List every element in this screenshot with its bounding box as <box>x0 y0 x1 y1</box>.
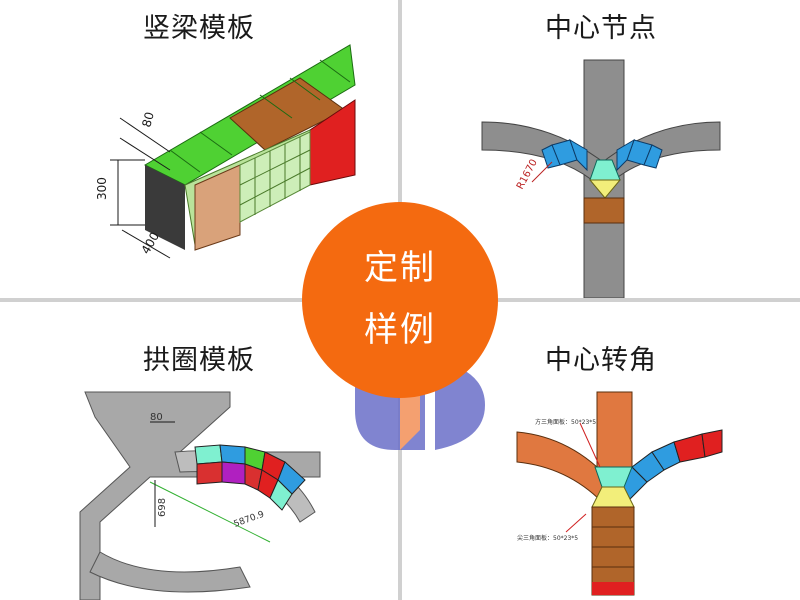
note-square-triangle: 方三角面板：50*23*5 <box>535 418 596 426</box>
note-sharp-triangle: 尖三角面板：50*23*5 <box>517 534 578 542</box>
panel-title: 拱圈模板 <box>143 345 255 376</box>
center-node-drawing: R1670 <box>481 59 721 298</box>
arch-ring-drawing: 80 698 5870.9 <box>79 391 321 600</box>
center-badge: 定制 样例 <box>302 202 498 398</box>
dim-r1670: R1670 <box>515 158 540 192</box>
dim-5870: 5870.9 <box>233 510 266 530</box>
center-corner-drawing: 方三角面板：50*23*5 尖三角面板：50*23*5 <box>516 391 723 596</box>
panel-title: 竖梁模板 <box>143 13 255 44</box>
vertical-beam-drawing: 80 300 400 <box>95 44 356 259</box>
panel-title: 中心转角 <box>545 345 657 376</box>
panel-center-corner: 中心转角 方三角面板：50*23*5 尖三角面板：50*23*5 <box>402 302 800 600</box>
badge-line-custom: 定制 <box>364 248 436 288</box>
badge-line-sample: 样例 <box>364 310 436 350</box>
dim-80: 80 <box>150 412 163 423</box>
panel-vertical-beam-formwork: 竖梁模板 80 300 <box>0 0 398 298</box>
dim-80: 80 <box>139 110 156 128</box>
dim-698: 698 <box>157 498 168 517</box>
panel-title: 中心节点 <box>545 13 657 44</box>
dim-300: 300 <box>95 177 109 200</box>
